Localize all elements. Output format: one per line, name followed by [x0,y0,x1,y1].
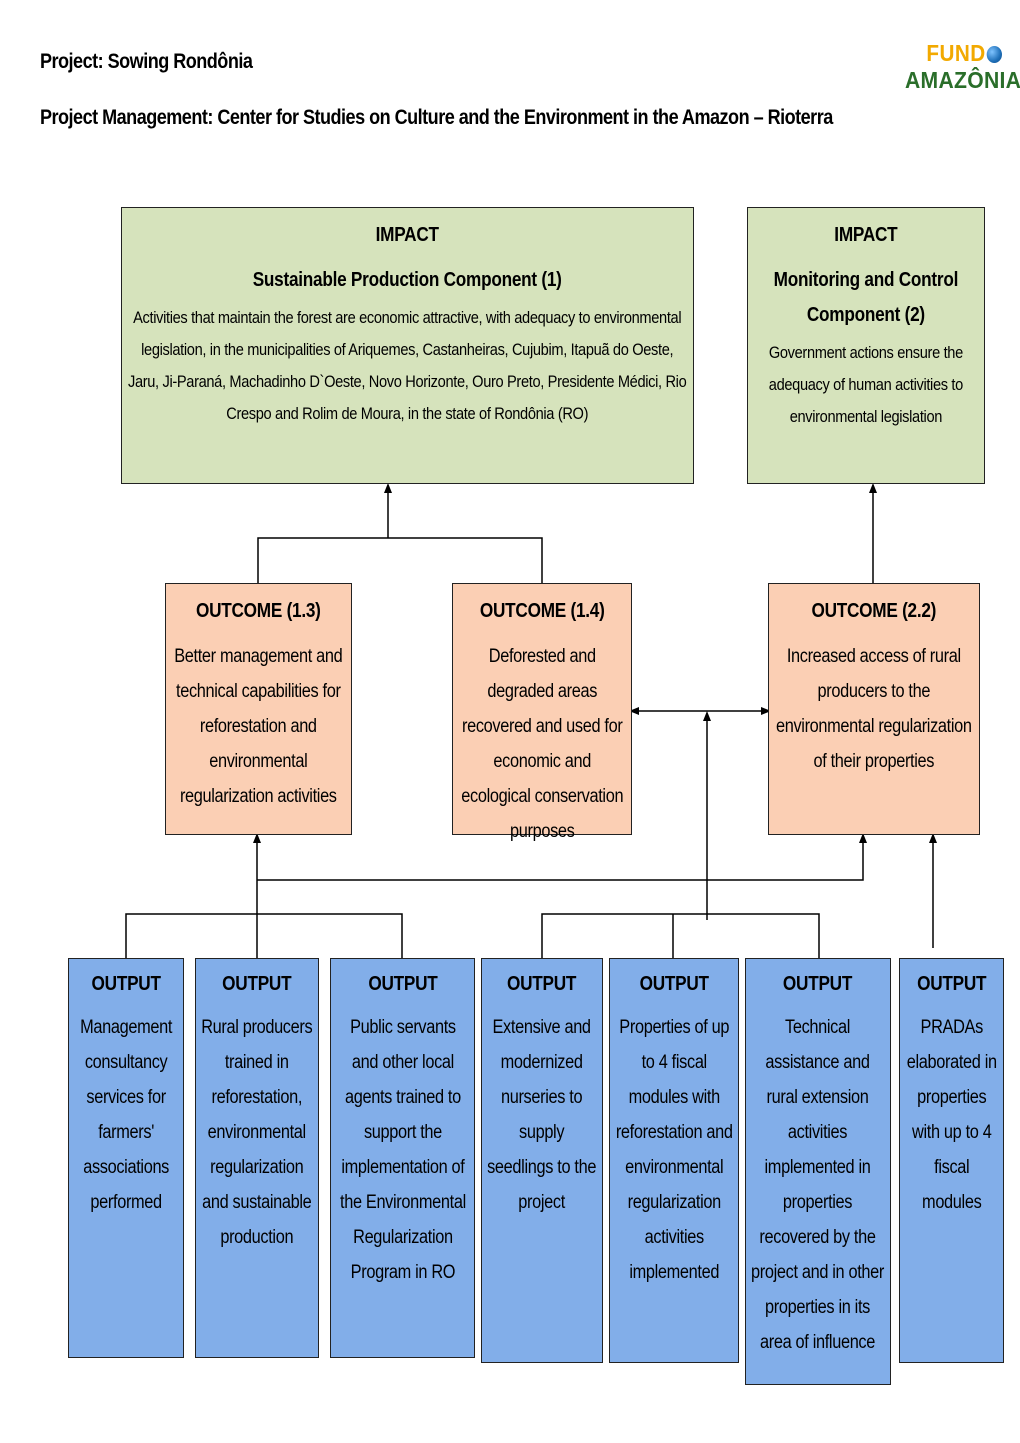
output-box-5: OUTPUT Properties of up to 4 fiscal modu… [609,958,739,1363]
connector-outputs-123 [125,913,403,958]
logo-text-line1: FUND [926,40,986,66]
connector-outputs-456 [541,913,820,958]
arrow-to-outcome22-left [257,833,867,881]
outcome-2-2-label: OUTCOME (2.2) [811,600,937,622]
output-box-6: OUTPUT Technical assistance and rural ex… [745,958,891,1385]
output-5-label: OUTPUT [639,973,709,995]
impact-1-component: Sustainable Production Component (1) [253,269,562,291]
output-box-4: OUTPUT Extensive and modernized nurserie… [481,958,603,1363]
output-box-7: OUTPUT PRADAs elaborated in properties w… [899,958,1004,1363]
output-3-description: Public servants and other local agents t… [339,1017,466,1283]
output-6-label: OUTPUT [783,973,853,995]
output-3-label: OUTPUT [367,973,438,995]
page-title: Project: Sowing Rondônia [40,50,253,73]
impact-box-1: IMPACT Sustainable Production Component … [121,207,694,484]
output-box-1: OUTPUT Management consultancy services f… [68,958,184,1358]
outcome-box-2-2: OUTCOME (2.2) Increased access of rural … [768,583,980,835]
outcome-box-1-3: OUTCOME (1.3) Better management and tech… [165,583,352,835]
output-box-2: OUTPUT Rural producers trained in refore… [195,958,319,1358]
outcome-1-3-description: Better management and technical capabili… [174,646,343,807]
output-1-label: OUTPUT [91,973,161,995]
logo-text-line2: AMAZÔNIA [905,67,1020,93]
outcome-1-4-label: OUTCOME (1.4) [479,600,605,622]
impact-2-component: Monitoring and Control Component (2) [773,269,959,326]
output-1-description: Management consultancy services for farm… [80,1017,172,1213]
outcome-1-3-label: OUTCOME (1.3) [196,600,321,622]
output-4-label: OUTPUT [507,973,577,995]
impact-box-2: IMPACT Monitoring and Control Component … [747,207,985,484]
impact-2-description: Government actions ensure the adequacy o… [768,343,964,426]
globe-icon [986,46,1002,63]
impact-2-label: IMPACT [834,224,898,246]
output-5-description: Properties of up to 4 fiscal modules wit… [615,1017,733,1283]
output-4-description: Extensive and modernized nurseries to su… [487,1017,597,1213]
output-2-description: Rural producers trained in reforestation… [201,1017,313,1248]
outcome-1-4-description: Deforested and degraded areas recovered … [461,646,623,842]
project-management-heading: Project Management: Center for Studies o… [40,106,833,129]
output-box-3: OUTPUT Public servants and other local a… [330,958,475,1358]
impact-1-description: Activities that maintain the forest are … [128,308,687,423]
outcome-2-2-description: Increased access of rural producers to t… [776,646,972,772]
output-7-description: PRADAs elaborated in properties with up … [906,1017,997,1213]
output-7-label: OUTPUT [916,973,987,995]
connector-outcome13-14 [257,537,543,583]
output-6-description: Technical assistance and rural extension… [751,1017,885,1353]
output-2-label: OUTPUT [222,973,292,995]
outcome-box-1-4: OUTCOME (1.4) Deforested and degraded ar… [452,583,632,842]
fundo-amazonia-logo: FUND AMAZÔNIA [905,40,1020,102]
impact-1-label: IMPACT [375,224,440,246]
